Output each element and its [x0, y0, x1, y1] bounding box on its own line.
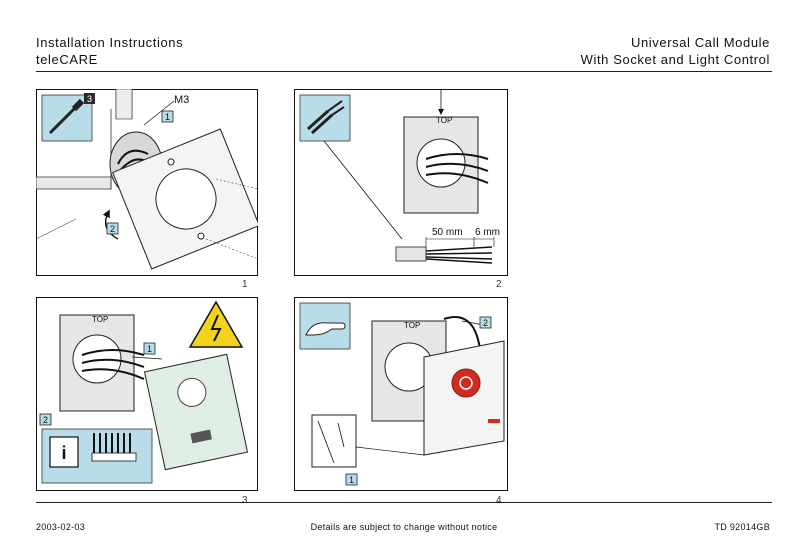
strip-length-label: 50 mm — [432, 227, 463, 238]
conductor-strip-label: 6 mm — [475, 227, 500, 238]
doc-type-title: Installation Instructions — [36, 35, 184, 50]
footer-notice: Details are subject to change without no… — [310, 522, 498, 532]
svg-text:TOP: TOP — [404, 321, 420, 330]
product-family: teleCARE — [36, 52, 98, 67]
step-badge-a: 1 — [143, 342, 156, 355]
call-module-device — [423, 340, 505, 456]
step-number: 1 — [242, 279, 248, 290]
header-divider — [36, 71, 772, 72]
footer-doc-code: TD 92014GB — [714, 522, 770, 532]
screwdriver-icon — [41, 94, 93, 142]
svg-text:2: 2 — [43, 415, 48, 425]
step-badge-a: 1 — [161, 110, 174, 123]
wire-stripper-icon — [299, 94, 351, 142]
step-badge-b: 1 — [345, 473, 358, 486]
step-panel-4: TOP 2 1 4 — [294, 297, 508, 506]
step-badge-a: 2 — [479, 316, 492, 329]
step-panel-1: M3 3 1 2 1 — [36, 89, 258, 290]
svg-text:i: i — [61, 443, 66, 463]
hand-press-icon — [299, 302, 351, 350]
badge-tool-size: 3 — [84, 93, 95, 104]
step-badge-b: 2 — [106, 222, 119, 235]
warning-electric-icon — [188, 300, 244, 348]
product-subtitle: With Socket and Light Control — [580, 52, 770, 67]
product-title: Universal Call Module — [630, 35, 770, 50]
footer-divider — [36, 502, 772, 503]
svg-text:2: 2 — [483, 318, 488, 328]
svg-text:1: 1 — [349, 475, 354, 485]
step-2-illustration: TOP 50 mm 6 mm — [294, 89, 508, 276]
step-panel-2: TOP 50 mm 6 mm 2 — [294, 89, 508, 290]
step-number: 2 — [496, 279, 502, 290]
svg-text:1: 1 — [147, 344, 152, 354]
svg-text:3: 3 — [87, 94, 92, 104]
footer-date: 2003-02-03 — [36, 522, 86, 532]
step-4-illustration: TOP 2 1 — [294, 297, 508, 491]
step-badge-b: 2 — [39, 413, 52, 426]
document-header-right: Universal Call Module With Socket and Li… — [581, 34, 770, 68]
step-3-illustration: TOP 1 2 i — [36, 297, 258, 491]
svg-text:2: 2 — [110, 224, 115, 234]
svg-text:TOP: TOP — [436, 116, 452, 125]
step-1-illustration: M3 3 1 2 — [36, 89, 258, 276]
svg-text:1: 1 — [165, 112, 170, 122]
step-number: 3 — [242, 495, 248, 506]
screw-size-label: M3 — [174, 94, 189, 106]
document-header-left: Installation Instructions teleCARE — [36, 34, 183, 68]
info-terminal-icon: i — [41, 428, 153, 484]
svg-text:TOP: TOP — [92, 315, 108, 324]
step-number: 4 — [496, 495, 502, 506]
step-panel-3: TOP 1 2 i 3 — [36, 297, 258, 506]
